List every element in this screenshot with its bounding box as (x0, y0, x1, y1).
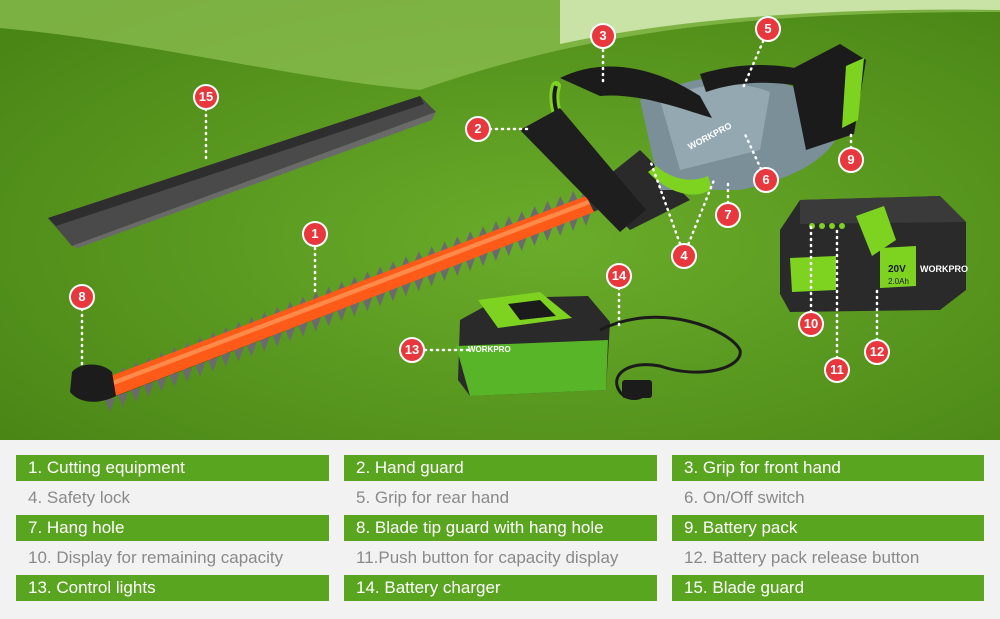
charger-brand-label: WORKPRO (468, 345, 511, 354)
blade-tooth (323, 312, 334, 327)
battery-brand-label: WORKPRO (920, 264, 968, 274)
legend-item-13: 13. Control lights (16, 575, 329, 601)
blade-tooth (143, 382, 154, 397)
blade-tooth (349, 302, 360, 317)
blade-tooth (117, 392, 128, 407)
blade-tooth (246, 342, 257, 357)
rear-grip (700, 65, 820, 92)
blade-tooth (259, 337, 270, 352)
blade-tooth (490, 247, 501, 262)
product-illustration: WORKPRO 20V 2.0Ah WORKPRO WORKPRO (0, 0, 1000, 440)
blade-tooth (220, 352, 231, 367)
legend-item-8: 8. Blade tip guard with hang hole (344, 515, 657, 541)
marker-1: 1 (302, 221, 328, 247)
blade-tooth (426, 272, 437, 287)
background-highlight (560, 0, 1000, 44)
blade-tooth (182, 367, 193, 382)
blade-tooth (400, 282, 411, 297)
legend-item-10: 10. Display for remaining capacity (28, 548, 284, 567)
blade-tooth (272, 332, 283, 347)
legend-item-5: 5. Grip for rear hand (356, 488, 510, 507)
blade-tooth (362, 297, 373, 312)
marker-15: 15 (193, 84, 219, 110)
marker-6: 6 (753, 167, 779, 193)
legend-item-14: 14. Battery charger (344, 575, 657, 601)
hedge-blade (70, 186, 598, 412)
product-drawing: WORKPRO 20V 2.0Ah WORKPRO WORKPRO (0, 0, 1000, 440)
blade-tooth (130, 387, 141, 402)
parts-legend: 1. Cutting equipment 2. Hand guard 3. Gr… (0, 440, 1000, 619)
battery-voltage-label: 20V (888, 264, 906, 275)
marker-12: 12 (864, 339, 890, 365)
hand-guard (520, 108, 646, 232)
legend-item-4: 4. Safety lock (28, 488, 131, 507)
battery-pack: 20V 2.0Ah WORKPRO (780, 196, 968, 312)
legend-item-9: 9. Battery pack (672, 515, 984, 541)
legend-item-15: 15. Blade guard (672, 575, 984, 601)
mounted-battery (790, 44, 866, 150)
blade-tooth (207, 357, 218, 372)
blade-tooth (388, 287, 399, 302)
marker-14: 14 (606, 263, 632, 289)
blade-tooth (375, 292, 386, 307)
blade-tooth (465, 257, 476, 272)
blade-tooth (105, 398, 115, 412)
marker-5: 5 (755, 16, 781, 42)
background-swoosh (0, 0, 1000, 90)
marker-3: 3 (590, 23, 616, 49)
blade-tip-guard (70, 364, 116, 402)
battery-charger: WORKPRO (456, 292, 742, 401)
marker-2: 2 (465, 116, 491, 142)
blade-tooth (336, 307, 347, 322)
blade-tooth (439, 267, 450, 282)
legend-item-1: 1. Cutting equipment (16, 455, 329, 481)
marker-11: 11 (824, 357, 850, 383)
marker-13: 13 (399, 337, 425, 363)
blade-guard (48, 96, 436, 248)
marker-4: 4 (671, 243, 697, 269)
blade-tooth (310, 317, 321, 332)
legend-item-3: 3. Grip for front hand (672, 455, 984, 481)
marker-8: 8 (69, 284, 95, 310)
marker-7: 7 (715, 202, 741, 228)
charger-plug (622, 380, 652, 398)
blade-tooth (195, 362, 206, 377)
marker-9: 9 (838, 147, 864, 173)
legend-item-11: 11.Push button for capacity display (356, 548, 619, 567)
blade-tooth (452, 262, 463, 277)
legend-item-2: 2. Hand guard (344, 455, 657, 481)
trimmer-body: WORKPRO (520, 65, 840, 232)
marker-10: 10 (798, 311, 824, 337)
legend-item-12: 12. Battery pack release button (684, 548, 920, 567)
blade-tooth (478, 252, 489, 267)
blade-tooth (413, 277, 424, 292)
blade-tooth (285, 327, 296, 342)
legend-item-7: 7. Hang hole (16, 515, 329, 541)
blade-tooth (297, 322, 308, 337)
blade-tooth (156, 377, 167, 392)
legend-item-6: 6. On/Off switch (684, 488, 805, 507)
blade-tooth (169, 372, 180, 387)
blade-tooth (233, 347, 244, 362)
battery-capacity-label: 2.0Ah (888, 277, 909, 286)
